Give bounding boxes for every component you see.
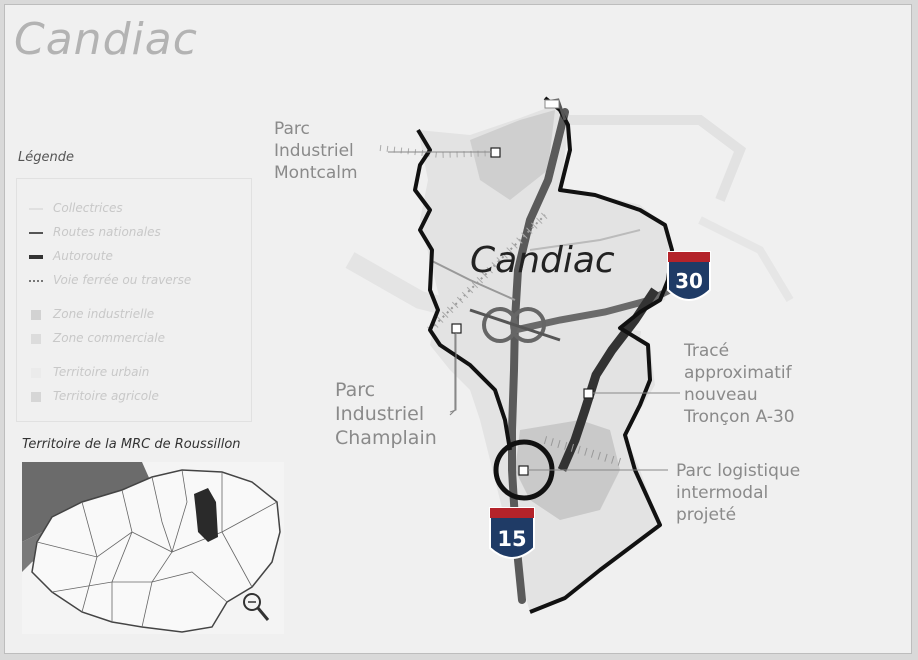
legend-item-territoire-urbain: Territoire urbain [29,365,149,379]
legend-item-label: Zone commerciale [53,331,166,345]
square-icon [31,367,41,378]
magnifier-icon[interactable] [243,593,270,621]
label-parc-logistique: Parc logistique intermodal projeté [676,461,801,525]
city-label: Candiac [470,240,615,281]
zone-montcalm [470,110,555,200]
legend-item-label: Collectrices [53,201,123,215]
label-parc-champlain: Parc Industriel Champlain [335,379,437,449]
legend-item-label: Voie ferrée ou traverse [53,273,192,287]
a30-shield-icon [667,251,711,301]
legend-item-zone-industrielle: Zone industrielle [29,307,154,321]
inset-title: Territoire de la MRC de Roussillon [22,437,241,452]
marker-trace-a30[interactable] [583,388,594,399]
a30-shield-number: 30 [675,269,703,293]
marker-montcalm[interactable] [490,147,501,158]
thin-line-icon [29,208,43,209]
square-icon [31,333,41,344]
municipal-boundary [413,96,674,614]
label-trace-a30: Tracé approximatif nouveau Tronçon A-30 [684,341,795,427]
a15-shield-icon [489,507,535,559]
legend-item-label: Territoire urbain [53,365,150,379]
interchange [469,307,561,343]
medium-line-icon [29,231,43,234]
legend-item-voie-ferree: Voie ferrée ou traverse [29,273,191,287]
legend-title: Légende [18,150,74,165]
legend-item-autoroute: Autoroute [29,249,113,263]
a15-shield-number: 15 [497,527,526,551]
legend-item-territoire-agricole: Territoire agricole [29,389,159,403]
label-parc-montcalm: Parc Industriel Montcalm [274,119,358,183]
legend-item-label: Zone industrielle [53,307,155,321]
trace-a30 [557,287,659,472]
marker-champlain[interactable] [451,323,462,334]
legend-item-routes-nationales: Routes nationales [29,225,161,239]
square-icon [31,391,41,402]
railway-ties [427,212,548,333]
thick-line-icon [29,254,43,259]
legend-item-label: Routes nationales [53,225,161,239]
legend-item-label: Territoire agricole [53,389,159,403]
legend-box: Collectrices Routes nationales Autoroute… [16,178,252,422]
inset-map[interactable] [22,462,284,634]
legend-item-label: Autoroute [53,249,113,263]
page-title: Candiac [14,14,198,65]
marker-logistique[interactable] [518,465,529,476]
legend-item-zone-commerciale: Zone commerciale [29,331,165,345]
square-icon [31,309,41,320]
legend-item-collectrices: Collectrices [29,201,123,215]
